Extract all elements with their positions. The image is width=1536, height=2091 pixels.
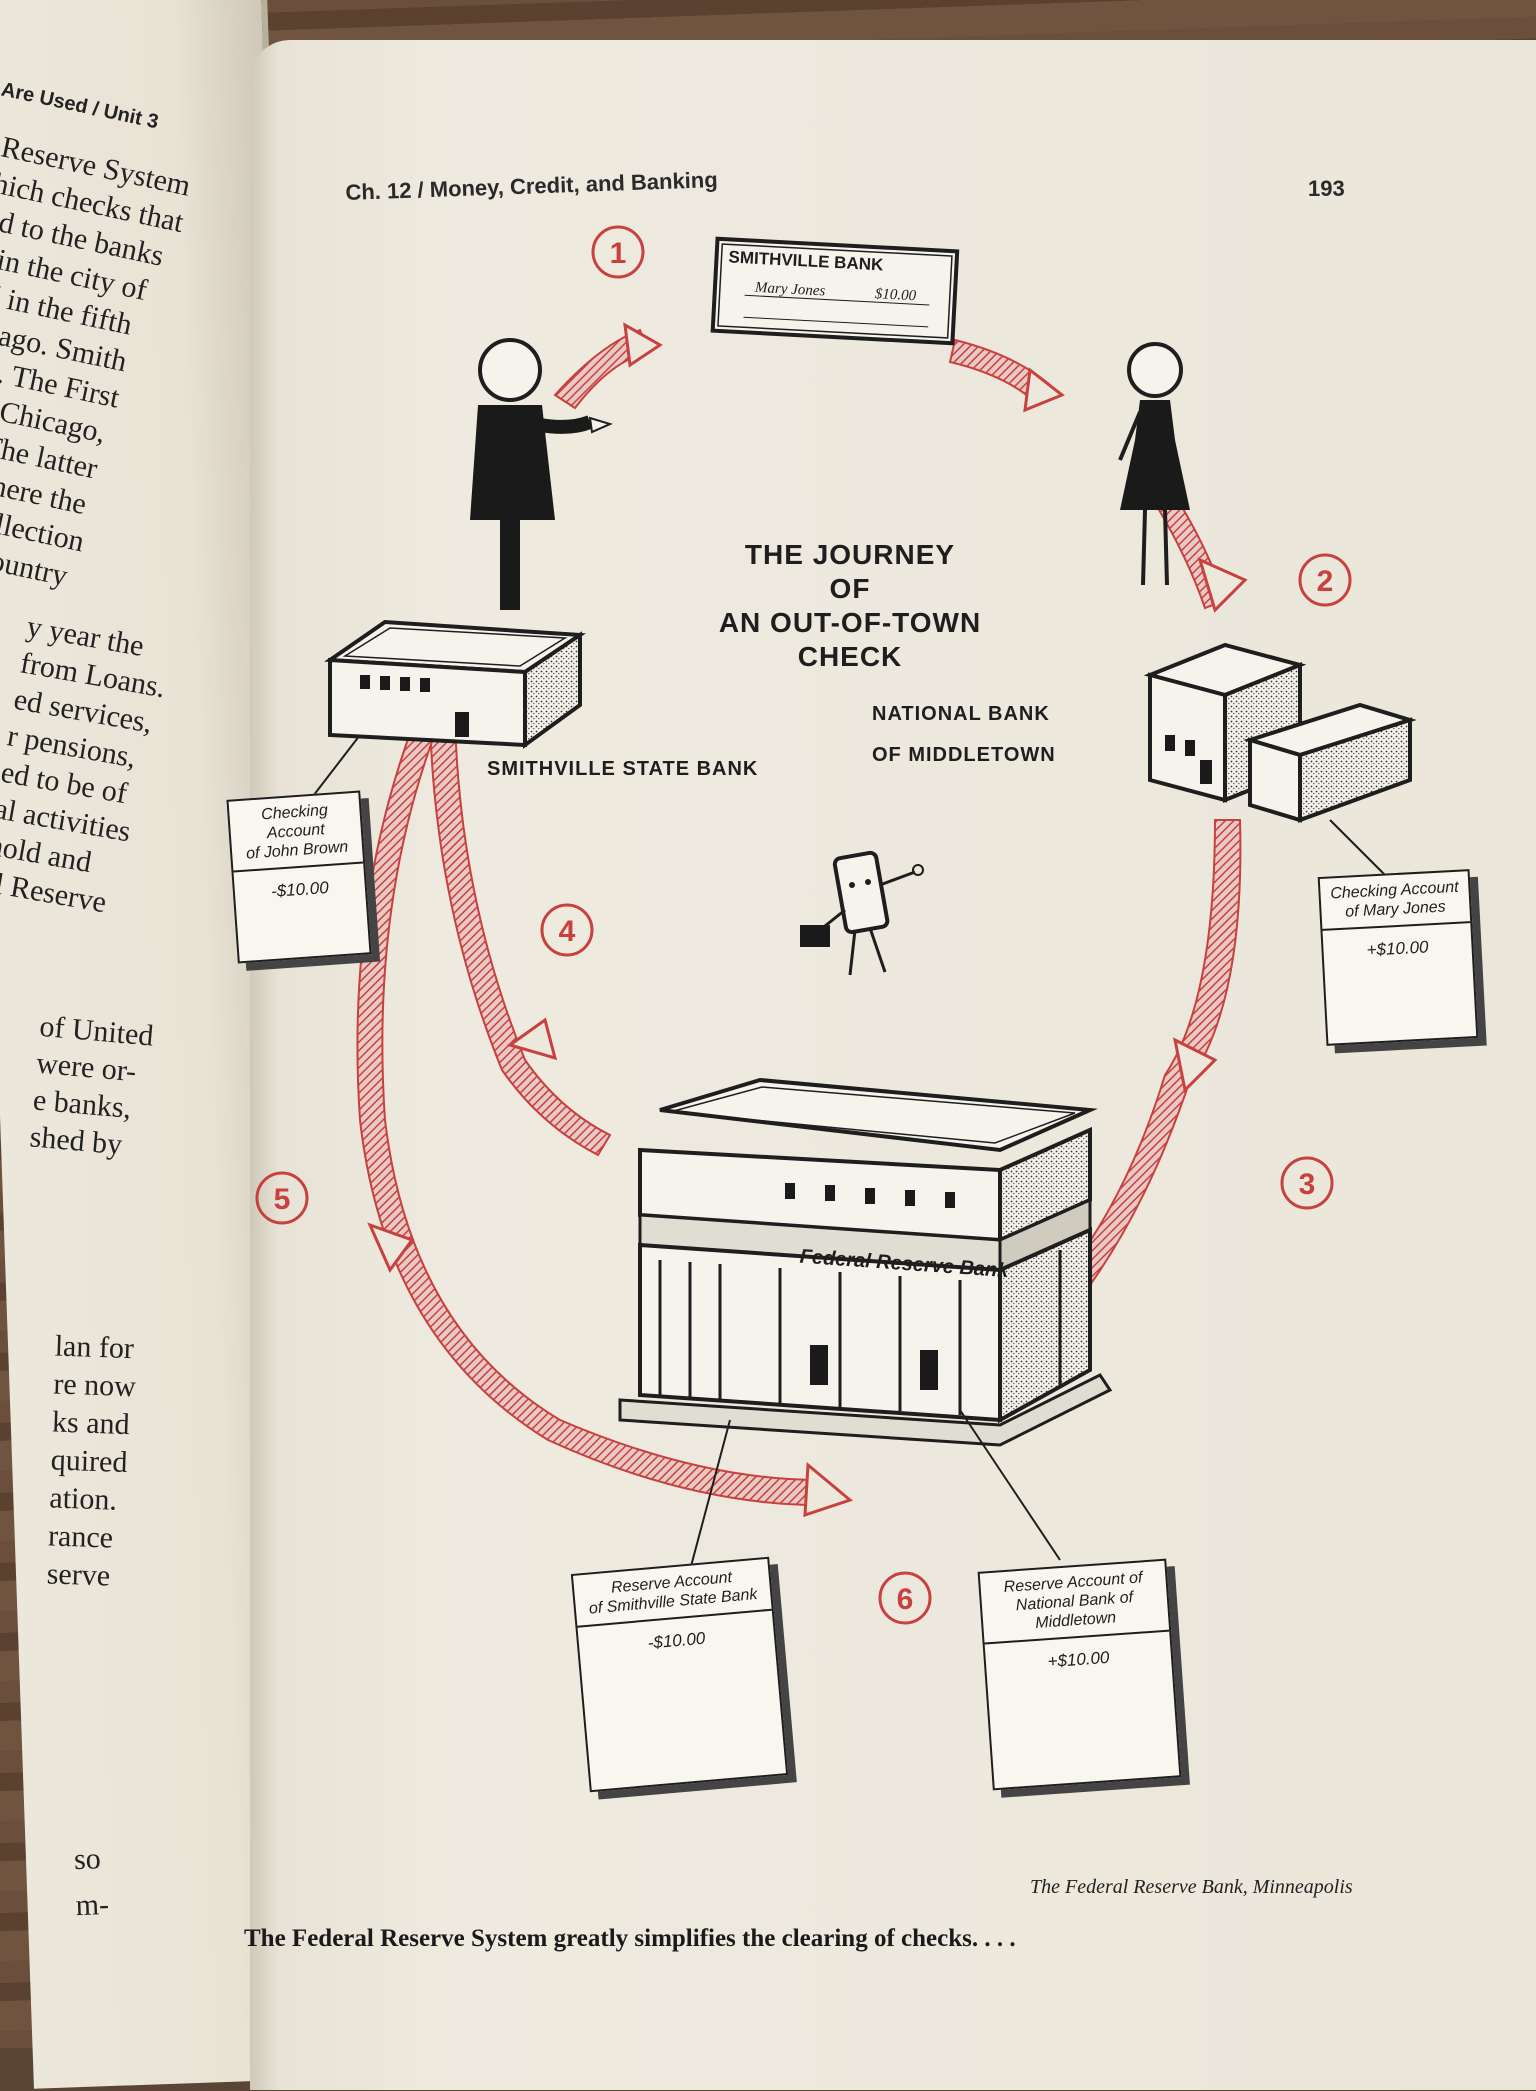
national-bank-label-line-1: NATIONAL BANK: [872, 703, 1050, 725]
step-number-5: 5: [274, 1183, 291, 1216]
connector-reserve-smithville: [689, 1419, 731, 1571]
national-bank-label-line-2: OF MIDDLETOWN: [872, 744, 1056, 766]
check: [710, 236, 960, 346]
step-circle-1: [591, 225, 645, 279]
figure-title: THE JOURNEY OF AN OUT-OF-TOWN CHECK: [700, 538, 1000, 674]
account-card-mary-amount: +$10.00: [1366, 937, 1429, 960]
arrow-head-3: [1172, 1037, 1218, 1094]
arrow-head-5b: [803, 1461, 854, 1518]
arrow-head-4: [506, 1017, 558, 1061]
national-bank-building: [1143, 642, 1417, 823]
arrow-head-5a: [367, 1222, 415, 1273]
arrow-path-1: [553, 322, 663, 410]
check-payee: Mary Jones: [754, 280, 826, 300]
figure-caption: The Federal Reserve System greatly simpl…: [244, 1925, 1016, 1952]
figure-title-line-2: OF: [829, 573, 871, 604]
federal-reserve-bank-building: [618, 1077, 1113, 1447]
arrow-path-1b: [948, 338, 1065, 413]
man-figure: [470, 338, 613, 610]
page-number: 193: [1308, 176, 1345, 201]
arrow-path-5: [356, 710, 854, 1518]
connector-reserve-national: [959, 1409, 1061, 1561]
step-circle-2: [1298, 553, 1352, 607]
smithville-bank-building: [324, 619, 586, 749]
step-circle-3: [1280, 1156, 1334, 1210]
arrow-path-3: [1068, 819, 1242, 1287]
check-journey-illustration: SMITHVILLE BANK Mary Jones $10.00 1 2 3 …: [255, 225, 1417, 1625]
figure-credit: The Federal Reserve Bank, Minneapolis: [1030, 1876, 1353, 1898]
step-number-4: 4: [559, 915, 576, 948]
figure-title-line-1: THE JOURNEY: [744, 539, 956, 570]
arrow-head-1a: [623, 322, 663, 368]
check-amount: $10.00: [874, 286, 917, 304]
arrow-path-4: [428, 719, 612, 1157]
step-number-3: 3: [1299, 1168, 1316, 1201]
figure-title-line-3: AN OUT-OF-TOWN: [718, 607, 982, 638]
figure-title-line-4: CHECK: [797, 641, 903, 672]
right-page: [250, 40, 1536, 2090]
step-number-6: 6: [897, 1583, 914, 1616]
step-circle-5: [255, 1171, 309, 1225]
arrow-head-2: [1197, 557, 1248, 613]
connector-mary: [1329, 819, 1391, 881]
step-number-2: 2: [1317, 565, 1334, 598]
step-number-1: 1: [610, 237, 627, 270]
woman-figure: [1118, 342, 1190, 586]
arrow-head-1b: [1023, 367, 1065, 413]
smithville-bank-label: SMITHVILLE STATE BANK: [487, 758, 759, 780]
step-circle-4: [540, 903, 594, 957]
connector-john: [309, 734, 361, 801]
step-circle-6: [878, 1571, 932, 1625]
walking-check-character: [800, 850, 924, 976]
